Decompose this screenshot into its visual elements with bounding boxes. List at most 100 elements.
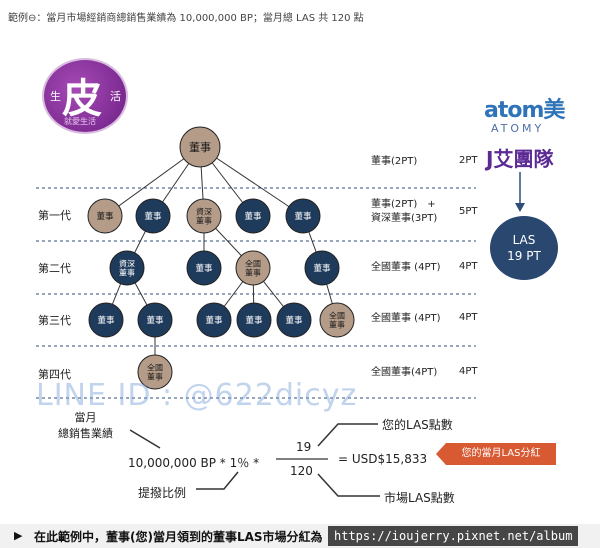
node-top-director-circle	[179, 126, 221, 168]
generation-label-2: 第二代	[38, 262, 71, 275]
generation-role-1: 董事(2PT) + 資深董事(3PT)	[371, 198, 437, 226]
tree-edge-5	[199, 146, 304, 217]
node-gen3-1-circle	[88, 302, 124, 338]
monthly-las-dividend-badge: 您的當月LAS分紅	[436, 443, 556, 465]
node-gen1-3-label: 董事	[196, 215, 212, 225]
node-gen1-2-circle	[135, 198, 171, 234]
node-gen1-1: 董事	[87, 198, 123, 234]
node-gen2-4-circle	[304, 250, 340, 286]
generation-role-4: 全國董事(4PT)	[371, 367, 438, 378]
example-caption: 範例⊖：當月市場經銷商總銷售業績為 10,000,000 BP；當月總 LAS …	[8, 13, 364, 24]
node-gen3-1: 董事	[88, 302, 124, 338]
node-gen1-5-circle	[285, 198, 321, 234]
node-gen3-3-circle	[196, 302, 232, 338]
las-total-label: LAS	[512, 233, 536, 247]
node-gen3-4-label: 董事	[245, 315, 263, 326]
fraction-denominator: 120	[290, 464, 313, 478]
generation-pt-4: 4PT	[459, 366, 478, 377]
node-gen3-2-label: 董事	[146, 315, 164, 326]
generation-label-4: 第四代	[38, 368, 71, 381]
las-total-value: 19 PT	[507, 249, 541, 263]
node-gen3-5-circle	[276, 302, 312, 338]
node-gen1-4: 董事	[235, 198, 271, 234]
node-gen1-2: 董事	[135, 198, 171, 234]
generation-pt-1: 5PT	[459, 206, 478, 217]
album-url-watermark: https://ioujerry.pixnet.net/album	[328, 526, 579, 546]
node-gen3-6: 全國董事	[319, 302, 355, 338]
bottom-summary-text: 在此範例中，董事(您)當月領到的董事LAS市場分紅為	[34, 530, 323, 544]
node-top-director: 董事	[179, 126, 221, 168]
generation-role-0: 董事(2PT)	[371, 156, 418, 167]
node-gen2-3: 全國董事	[235, 250, 271, 286]
node-gen3-2-circle	[137, 302, 173, 338]
lifestyle-logo: 皮 生 活 就愛生活	[44, 60, 126, 132]
monthly-sales-pointer	[129, 429, 161, 449]
node-gen1-4-circle	[235, 198, 271, 234]
generation-role-3: 全國董事 (4PT)	[371, 313, 441, 324]
logo-right-char: 活	[110, 90, 121, 103]
node-gen2-2: 董事	[186, 250, 222, 286]
node-gen2-3-label: 全國	[245, 258, 261, 268]
team-name: J艾團隊	[486, 147, 554, 171]
node-gen1-1-circle	[87, 198, 123, 234]
node-gen1-3-label: 資深	[196, 206, 212, 216]
generation-pt-2: 4PT	[459, 261, 478, 272]
node-gen3-1-label: 董事	[97, 315, 115, 326]
node-gen4-1-circle	[137, 354, 173, 390]
generation-role-2: 全國董事 (4PT)	[371, 262, 441, 273]
node-gen2-1-circle	[109, 250, 145, 286]
node-gen2-1: 資深董事	[109, 250, 145, 286]
node-gen1-4-label: 董事	[244, 211, 262, 222]
numerator-pointer	[317, 423, 378, 447]
node-gen3-3: 董事	[196, 302, 232, 338]
atomy-brand: atom美	[484, 98, 565, 123]
node-gen3-6-circle	[319, 302, 355, 338]
ratio-pointer	[196, 471, 239, 490]
market-las-label: 市場LAS點數	[384, 491, 455, 505]
node-gen3-5-label: 董事	[285, 315, 303, 326]
node-gen1-2-label: 董事	[144, 211, 162, 222]
fraction-numerator: 19	[296, 440, 312, 454]
node-gen3-6-label: 全國	[329, 310, 345, 320]
logo-subtitle: 就愛生活	[64, 117, 96, 126]
node-gen2-1-label: 董事	[119, 267, 135, 277]
generation-role-1-line-1: 董事(2PT) +	[371, 199, 436, 210]
node-gen1-5: 董事	[285, 198, 321, 234]
ratio-label: 提撥比例	[138, 486, 187, 500]
node-top-director-label: 董事	[189, 141, 211, 154]
node-gen1-5-label: 董事	[294, 211, 312, 222]
node-gen2-3-label: 董事	[245, 267, 261, 277]
monthly-sales-label: 當月 總銷售業績	[58, 411, 113, 440]
node-gen2-2-circle	[186, 250, 222, 286]
node-gen3-4: 董事	[236, 302, 272, 338]
node-gen2-4: 董事	[304, 250, 340, 286]
denominator-pointer	[317, 473, 380, 497]
node-gen2-3-circle	[235, 250, 271, 286]
node-gen2-2-label: 董事	[195, 263, 213, 274]
generation-role-1-line-2: 資深董事(3PT)	[371, 213, 438, 224]
node-gen4-1-label: 全國	[147, 362, 163, 372]
node-gen1-1-label: 董事	[96, 211, 114, 222]
generation-pt-3: 4PT	[459, 312, 478, 323]
node-gen1-3-circle	[186, 198, 222, 234]
generation-pt-0: 2PT	[459, 155, 478, 166]
las-connector-arrowhead	[515, 203, 525, 212]
formula-result: = USD$15,833	[338, 452, 428, 466]
node-gen2-1-label: 資深	[119, 258, 135, 268]
triangle-bullet-icon: ▶	[14, 529, 23, 542]
node-gen3-2: 董事	[137, 302, 173, 338]
formula-expression: 10,000,000 BP * 1％ *	[128, 456, 260, 470]
your-las-label: 您的LAS點數	[382, 418, 453, 432]
las-total-circle: LAS 19 PT	[490, 216, 558, 280]
node-gen3-6-label: 董事	[329, 319, 345, 329]
generation-label-1: 第一代	[38, 209, 71, 222]
node-gen4-1: 全國董事	[137, 354, 173, 390]
logo-left-char: 生	[50, 90, 61, 103]
node-gen3-5: 董事	[276, 302, 312, 338]
node-gen3-4-circle	[236, 302, 272, 338]
node-gen1-3: 資深董事	[186, 198, 222, 234]
node-gen2-4-label: 董事	[313, 263, 331, 274]
node-gen3-3-label: 董事	[205, 315, 223, 326]
node-gen4-1-label: 董事	[147, 371, 163, 381]
